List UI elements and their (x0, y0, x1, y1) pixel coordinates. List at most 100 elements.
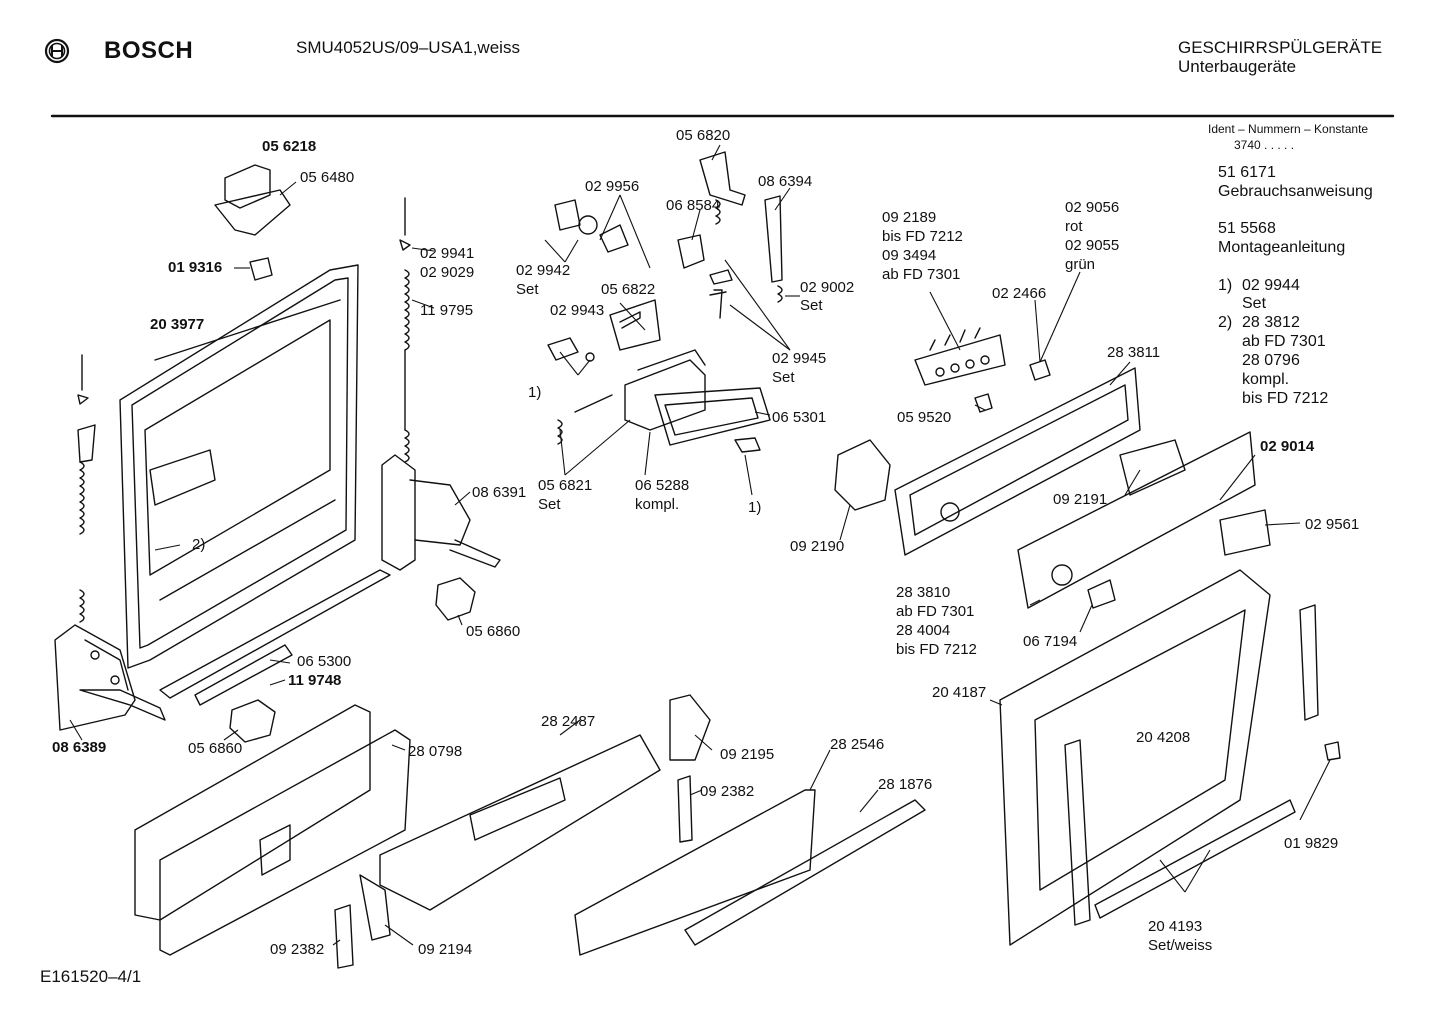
part-label: 08 6389 (52, 739, 107, 756)
seal-strip (160, 570, 390, 705)
part-label: 28 1876 (878, 776, 933, 793)
bosch-armature-icon (44, 38, 70, 64)
trim-strip-left (1065, 740, 1090, 925)
leader-lines (70, 145, 1330, 945)
doc-name: Montageanleitung (1218, 239, 1346, 256)
model-designation: SMU4052US/09–USA1,weiss (296, 38, 520, 57)
control-panel-frame (895, 368, 1140, 555)
part-label: 02 9056 (1065, 199, 1120, 216)
clip-019316 (250, 258, 272, 280)
part-label: 05 9520 (897, 409, 952, 426)
part-label: 2) (192, 536, 206, 553)
rod-086394 (765, 196, 782, 282)
part-label: 20 4208 (1136, 729, 1191, 746)
part-label: 05 6860 (466, 623, 521, 640)
strip-092382a (678, 776, 692, 842)
base-panel-280798 (135, 705, 410, 955)
part-label: 05 6860 (188, 740, 243, 757)
part-label: 20 4193 (1148, 918, 1203, 935)
bracket-092195 (670, 695, 710, 760)
part-label: 06 5300 (297, 653, 352, 670)
part-label: 28 4004 (896, 622, 951, 639)
switch-092191 (1120, 440, 1185, 495)
screw-019829 (1325, 742, 1340, 760)
part-label: 11 9748 (288, 672, 342, 689)
part-label: Set (800, 297, 823, 314)
part-label: 20 4187 (932, 684, 987, 701)
part-label: 08 6394 (758, 173, 813, 190)
kick-plate-282487 (380, 735, 660, 910)
product-subcategory: Unterbaugeräte (1178, 57, 1297, 76)
part-label: 05 6820 (676, 127, 731, 144)
part-label: Set (516, 281, 539, 298)
part-label: 05 6822 (601, 281, 656, 298)
doc-number: 51 6171 (1218, 164, 1276, 181)
part-label: 01 9316 (168, 259, 223, 276)
part-label: Set (772, 369, 795, 386)
panel-282546 (575, 790, 815, 955)
hinge-right (382, 455, 500, 570)
hinge-left (55, 625, 165, 730)
part-label: 28 3810 (896, 584, 951, 601)
drawing-code: E161520–4/1 (40, 967, 142, 986)
part-label: 02 2466 (992, 285, 1047, 302)
part-label: 02 9055 (1065, 237, 1120, 254)
note-text: Set (1242, 295, 1267, 312)
part-label: 28 2546 (830, 736, 885, 753)
part-label: 06 7194 (1023, 633, 1078, 650)
part-label: 05 6821 (538, 477, 593, 494)
part-label: 02 9002 (800, 279, 855, 296)
part-label: 09 2382 (270, 941, 325, 958)
part-label: 02 9029 (420, 264, 475, 281)
part-label: ab FD 7301 (882, 266, 961, 283)
note-text: 28 0796 (1242, 352, 1300, 369)
spring-center (716, 200, 782, 302)
knob-067194 (1088, 580, 1115, 608)
ident-value: 3740 . . . . . (1234, 138, 1295, 152)
part-label: 02 9945 (772, 350, 827, 367)
part-label: 08 6391 (472, 484, 527, 501)
ident-title: Ident – Nummern – Konstante (1208, 122, 1369, 136)
dispenser-assembly (548, 200, 770, 452)
note-part: 28 3812 (1242, 314, 1300, 331)
spring-left (78, 355, 95, 622)
part-label: 02 9942 (516, 262, 571, 279)
trim-bottom (1095, 800, 1295, 918)
part-label: 09 2382 (700, 783, 755, 800)
part-label: 20 3977 (150, 316, 205, 333)
part-label: 02 9943 (550, 302, 605, 319)
plug-059520 (975, 394, 992, 412)
part-label: 1) (528, 384, 542, 401)
part-label: grün (1065, 256, 1096, 273)
part-label: 01 9829 (1284, 835, 1339, 852)
timer-092190 (835, 440, 890, 510)
note-index: 2) (1218, 314, 1233, 331)
bracket-056820 (700, 152, 745, 205)
trim-strip-right (1300, 605, 1318, 720)
part-label: 05 6480 (300, 169, 355, 186)
part-label: kompl. (635, 496, 680, 513)
block-056860a (436, 578, 475, 620)
block-056860b (230, 700, 275, 742)
bracket-092194 (360, 875, 390, 940)
part-label: 09 2189 (882, 209, 937, 226)
note-text: kompl. (1242, 371, 1290, 388)
note-part: 02 9944 (1242, 277, 1300, 294)
part-label: 02 9956 (585, 178, 640, 195)
fascia-panel (1018, 432, 1255, 608)
part-label: 09 3494 (882, 247, 937, 264)
brand-name: BOSCH (104, 37, 194, 64)
bracket-068584 (678, 235, 704, 268)
note-index: 1) (1218, 277, 1233, 294)
terminal-block (915, 328, 1005, 385)
part-label: 06 8584 (666, 197, 721, 214)
part-label: Set (538, 496, 561, 513)
inner-door-panel (120, 265, 358, 668)
part-label: 28 2487 (541, 713, 596, 730)
plate-xxx (710, 270, 732, 284)
part-label: ab FD 7301 (896, 603, 975, 620)
doc-number: 51 5568 (1218, 220, 1276, 237)
part-label: 06 5288 (635, 477, 690, 494)
part-label: bis FD 7212 (896, 641, 977, 658)
